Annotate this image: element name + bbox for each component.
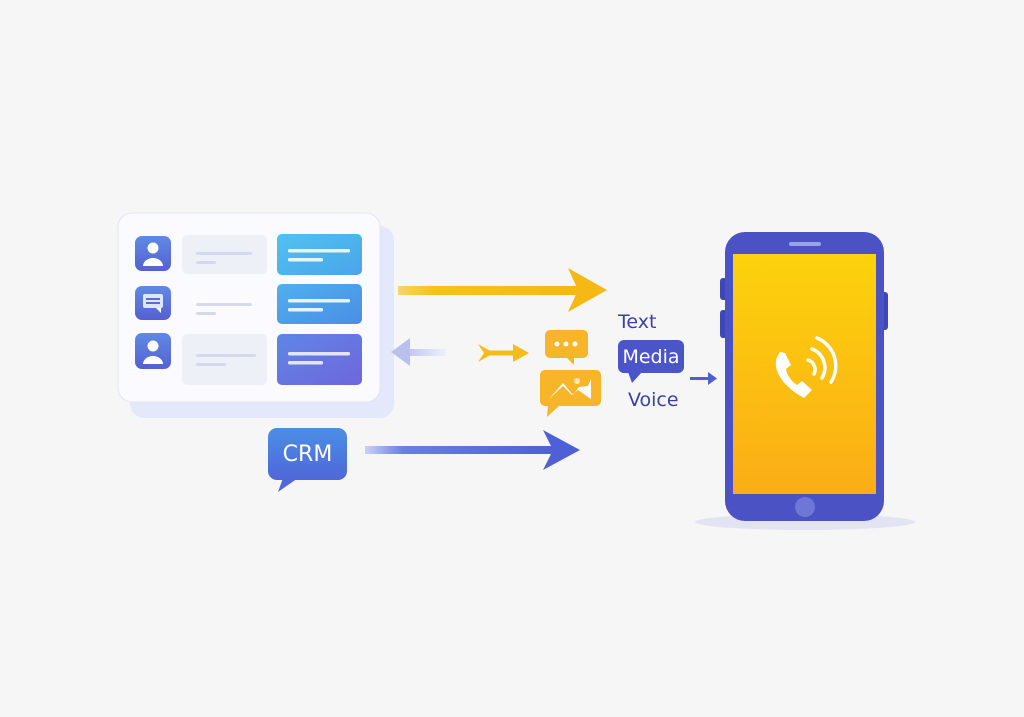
yellow-arrow-right xyxy=(398,268,607,312)
crm-bubble: CRM xyxy=(268,428,347,480)
channel-voice-label: Voice xyxy=(628,389,679,411)
phone-speaker xyxy=(789,242,821,246)
media-bubble-tail xyxy=(628,372,642,383)
contact-row-2 xyxy=(135,284,362,324)
contact-row-1 xyxy=(135,234,362,275)
home-button xyxy=(795,497,815,517)
smartphone xyxy=(695,232,915,530)
blue-arrow-right xyxy=(365,430,580,470)
channel-media-bubble: Media xyxy=(618,340,684,373)
image-bubble-icon xyxy=(540,370,601,417)
contact-row-3 xyxy=(135,333,362,385)
phone-screen xyxy=(733,254,876,494)
yellow-small-arrow xyxy=(478,344,529,362)
chat-bubble-icon xyxy=(545,330,588,365)
to-phone-arrow xyxy=(690,372,717,385)
channel-text-label: Text xyxy=(618,311,657,333)
crm-panel xyxy=(117,212,394,418)
return-arrow-left xyxy=(391,338,446,366)
phone-call-icon xyxy=(775,336,838,398)
crm-bubble-tail xyxy=(278,478,298,492)
